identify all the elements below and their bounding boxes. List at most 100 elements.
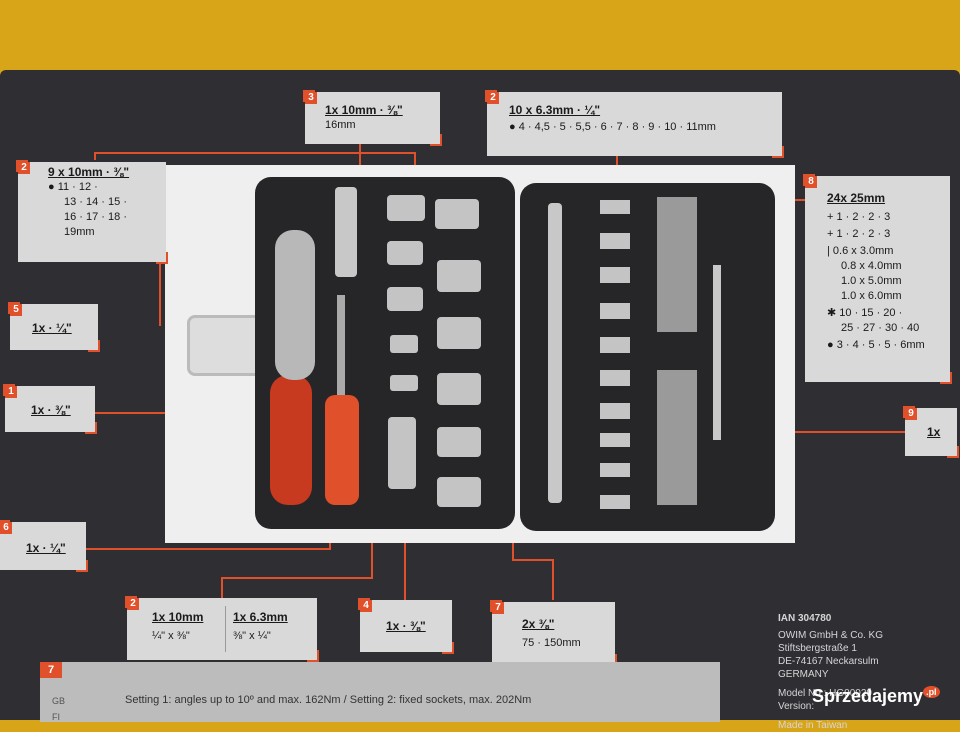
label-title: 1x 10mm <box>152 610 204 624</box>
label-number: 2 <box>127 598 139 610</box>
extension-long <box>548 203 562 503</box>
company-country: GERMANY <box>778 669 829 680</box>
label-line: ● 11 · 12 · <box>48 181 98 193</box>
label-row: 1.0 x 5.0mm <box>841 275 902 287</box>
label-number: 2 <box>487 92 499 104</box>
lang-code: GB <box>52 696 66 706</box>
bit-rack-upper <box>657 197 697 332</box>
label-title: 24x 25mm <box>827 191 886 205</box>
case-handle <box>187 315 263 376</box>
small-socket <box>600 200 630 214</box>
label-7-extensions: 7 2x ⅜" 75 · 150mm <box>490 600 617 666</box>
label-title: 2x ⅜" <box>522 617 555 631</box>
small-socket <box>600 495 630 509</box>
case-right <box>520 183 775 531</box>
label-title: 1x · ⅜" <box>386 619 426 633</box>
label-row: 25 · 27 · 30 · 40 <box>841 322 920 334</box>
watermark: Sprzedajemy.pl <box>812 686 940 707</box>
label-title: 1x 6.3mm <box>233 610 288 624</box>
label-number: 5 <box>10 304 22 316</box>
label-row: + 1 · 2 · 2 · 3 <box>827 228 891 240</box>
lang-code: FI <box>52 712 60 722</box>
company-name: OWIM GmbH & Co. KG <box>778 630 884 641</box>
label-title: 1x 10mm · ⅜" <box>325 103 403 117</box>
label-4-universal-joint: 4 1x · ⅜" <box>358 598 454 654</box>
socket <box>387 241 423 265</box>
version: Version: <box>778 701 815 712</box>
screwdriver-blade <box>337 295 345 395</box>
label-line: 13 · 14 · 15 · <box>64 196 127 208</box>
universal-joint <box>388 417 416 489</box>
watermark-text: Sprzedajemy <box>812 686 924 706</box>
label-8-bits: 8 24x 25mm + 1 · 2 · 2 · 3 + 1 · 2 · 2 ·… <box>803 174 952 384</box>
product-photo <box>165 165 795 543</box>
label-sub: ¼" x ⅜" <box>152 630 190 642</box>
label-number: 7 <box>492 602 504 614</box>
adapter <box>390 375 418 391</box>
company-street: Stiftsbergstraße 1 <box>778 643 857 654</box>
label-line: 19mm <box>64 226 95 238</box>
socket <box>387 195 425 221</box>
setting-text: Setting 1: angles up to 10º and max. 162… <box>125 694 532 706</box>
bit-holder <box>713 265 721 440</box>
socket <box>435 199 479 229</box>
made-in: Made in Taiwan <box>778 720 848 731</box>
small-socket <box>600 303 630 319</box>
label-number: 9 <box>905 408 917 420</box>
label-1-ratchet: 1 1x · ⅜" <box>3 384 97 434</box>
bottom-number: 7 <box>40 662 62 678</box>
label-number: 4 <box>360 600 372 612</box>
label-title: 1x · ⅜" <box>31 403 71 417</box>
socket <box>437 477 481 507</box>
socket <box>437 317 481 349</box>
bit-rack-lower <box>657 370 697 505</box>
label-sub: ⅜" x ¼" <box>233 630 271 642</box>
company-info: IAN 304780 OWIM GmbH & Co. KG Stiftsberg… <box>778 612 883 732</box>
label-2-adapters: 2 1x 10mm ¼" x ⅜" 1x 6.3mm ⅜" x ¼" <box>125 596 319 662</box>
extension-short <box>335 187 357 277</box>
adapter <box>390 335 418 353</box>
small-socket <box>600 233 630 249</box>
label-title: 9 x 10mm · ⅜" <box>48 165 130 179</box>
label-sub: 16mm <box>325 119 356 131</box>
bottom-info-bar: 7 GB FI Setting 1: angles up to 10º and … <box>40 662 720 722</box>
ratchet-handle <box>270 375 312 505</box>
label-number: 6 <box>0 522 12 534</box>
label-title: 1x · ¼" <box>32 321 72 335</box>
label-3-deep-socket: 3 1x 10mm · ⅜" 16mm <box>303 90 442 146</box>
ian-number: IAN 304780 <box>778 613 832 624</box>
small-socket <box>600 433 630 447</box>
label-9-bit-holder: 9 1x <box>903 406 959 458</box>
label-number: 3 <box>305 92 317 104</box>
small-socket <box>600 463 630 477</box>
company-city: DE-74167 Neckarsulm <box>778 656 879 667</box>
small-socket <box>600 337 630 353</box>
label-number: 1 <box>5 386 17 398</box>
label-title: 1x <box>927 425 941 439</box>
small-socket <box>600 403 630 419</box>
label-line: 16 · 17 · 18 · <box>64 211 127 223</box>
screwdriver-handle <box>325 395 359 505</box>
watermark-suffix: .pl <box>923 686 940 698</box>
small-socket <box>600 267 630 283</box>
label-title: 10 x 6.3mm · ¼" <box>509 103 601 117</box>
label-number: 2 <box>18 162 30 174</box>
label-row: 0.8 x 4.0mm <box>841 260 902 272</box>
label-2-sockets-6mm: 2 10 x 6.3mm · ¼" ● 4 · 4,5 · 5 · 5,5 · … <box>485 90 784 158</box>
ratchet-head <box>275 230 315 380</box>
label-2-sockets-10mm: 2 9 x 10mm · ⅜" ● 11 · 12 · 13 · 14 · 15… <box>16 160 168 264</box>
label-5-adapter: 5 1x · ¼" <box>8 302 100 352</box>
small-socket <box>600 370 630 386</box>
socket <box>437 373 481 405</box>
label-row: ✱ 10 · 15 · 20 · <box>827 307 903 319</box>
label-row: + 1 · 2 · 2 · 3 <box>827 211 891 223</box>
label-sub: 75 · 150mm <box>522 637 581 649</box>
label-row: ● 3 · 4 · 5 · 5 · 6mm <box>827 339 925 351</box>
label-row: | 0.6 x 3.0mm <box>827 245 894 257</box>
label-number: 8 <box>805 176 817 188</box>
model-number: Model No.: HG00029 <box>778 688 872 699</box>
label-row: 1.0 x 6.0mm <box>841 290 902 302</box>
label-line: ● 4 · 4,5 · 5 · 5,5 · 6 · 7 · 8 · 9 · 10… <box>509 121 716 133</box>
socket <box>437 427 481 457</box>
socket <box>437 260 481 292</box>
